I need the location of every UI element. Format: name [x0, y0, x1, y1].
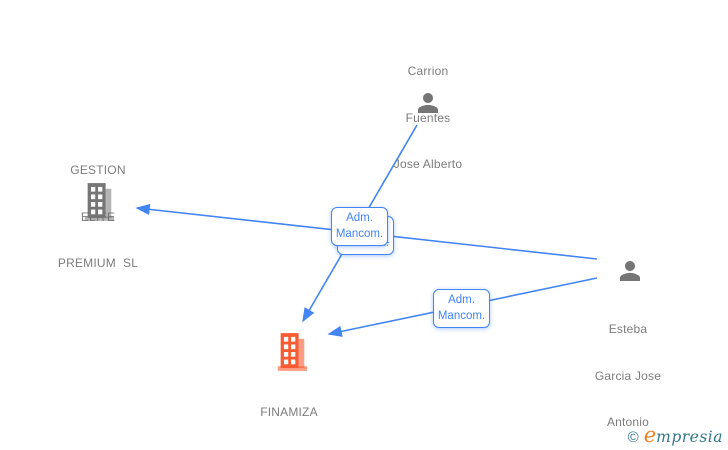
edge-label-line: Mancom.: [437, 310, 486, 322]
node-label-line: Esteba: [608, 322, 648, 336]
edge-label-esteba-finamiza[interactable]: Adm. Mancom.: [433, 289, 490, 328]
node-label-line: Carrion: [407, 64, 449, 78]
brand-name: mpresia: [656, 428, 723, 446]
building-icon: [84, 183, 115, 221]
edge-label-line: Mancom.: [335, 228, 384, 240]
person-icon: [418, 93, 438, 113]
edge-label-carrion-finamiza[interactable]: Adm. Mancom.: [331, 207, 388, 246]
node-label-line: GESTION: [70, 163, 126, 177]
edge-label-line: Adm.: [346, 212, 373, 224]
node-label-line: Jose Alberto: [393, 157, 463, 171]
node-label: Esteba Garcia Jose Antonio: [548, 291, 708, 450]
edge-label-line: Adm.: [448, 294, 475, 306]
building-icon-highlighted: [277, 333, 308, 371]
node-label: FINAMIZA GLOBAL SL: [209, 374, 369, 450]
node-label-line: PREMIUM SL: [57, 256, 139, 270]
person-icon: [620, 261, 640, 281]
brand-initial: e: [643, 423, 657, 447]
node-label-line: FINAMIZA: [260, 405, 318, 419]
copyright-icon: ©: [627, 429, 639, 446]
node-label-line: Antonio: [606, 415, 650, 429]
node-label-line: Fuentes: [405, 110, 451, 125]
node-label: Carrion Fuentes Jose Alberto: [348, 33, 508, 204]
empresia-logo: © e mpresia: [627, 423, 723, 447]
node-label-line: Garcia Jose: [594, 368, 662, 383]
